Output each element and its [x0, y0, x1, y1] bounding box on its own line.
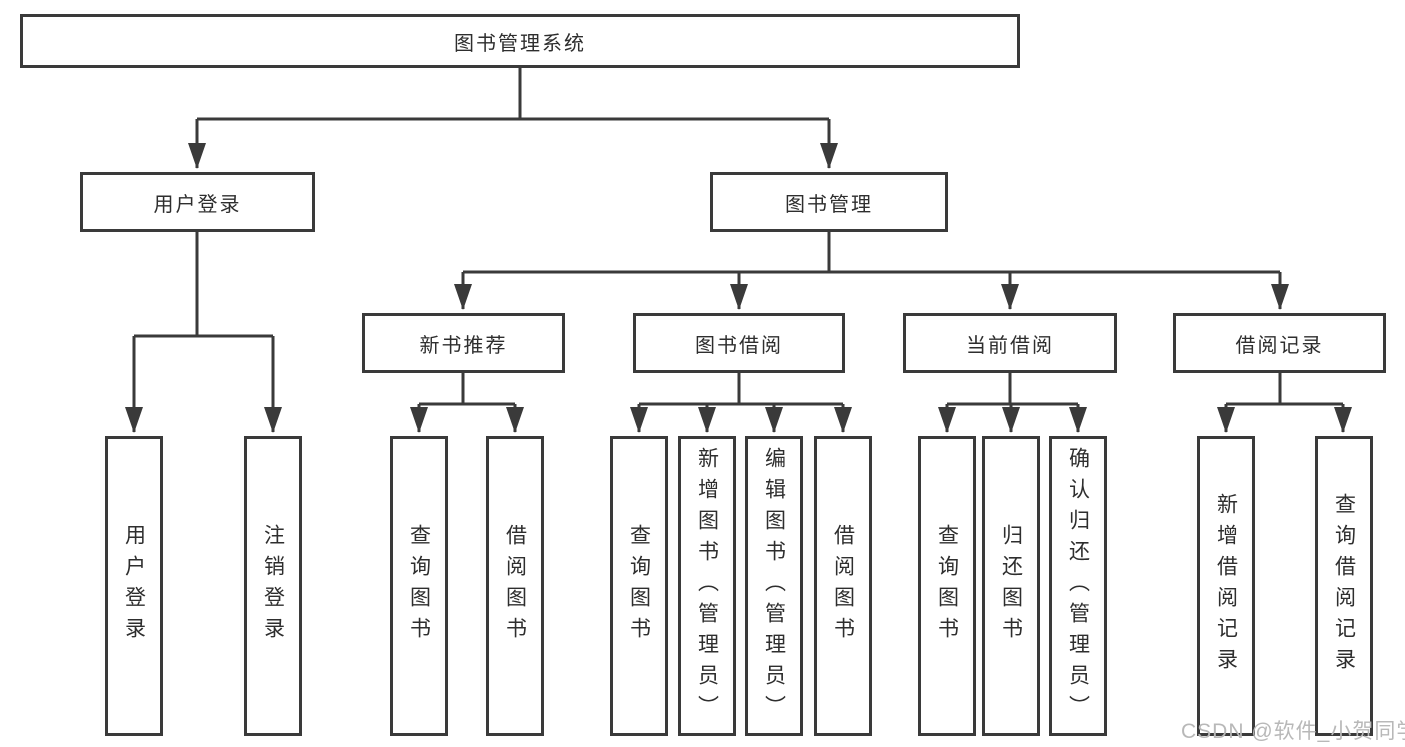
node-book-borrowing: 图书借阅 [633, 313, 845, 373]
leaf-edit-books-admin: 编辑图书（管理员） [745, 436, 803, 736]
leaf-borrow-books-borrowing: 借阅图书 [814, 436, 872, 736]
leaf-logout: 注销登录 [244, 436, 302, 736]
leaf-add-books-admin: 新增图书（管理员） [678, 436, 736, 736]
leaf-user-login: 用户登录 [105, 436, 163, 736]
csdn-watermark: CSDN @软件_小贺同学 [1181, 720, 1405, 743]
node-borrowing-records: 借阅记录 [1173, 313, 1386, 373]
leaf-query-borrow-record: 查询借阅记录 [1315, 436, 1373, 736]
leaf-return-books: 归还图书 [982, 436, 1040, 736]
node-book-management: 图书管理 [710, 172, 948, 232]
leaf-query-books-recommend: 查询图书 [390, 436, 448, 736]
node-library-management-system: 图书管理系统 [20, 14, 1020, 68]
leaf-query-books-borrowing: 查询图书 [610, 436, 668, 736]
leaf-query-books-current: 查询图书 [918, 436, 976, 736]
node-new-book-recommendation: 新书推荐 [362, 313, 565, 373]
node-current-borrowing: 当前借阅 [903, 313, 1117, 373]
node-user-login: 用户登录 [80, 172, 315, 232]
leaf-borrow-books-recommend: 借阅图书 [486, 436, 544, 736]
leaf-add-borrow-record: 新增借阅记录 [1197, 436, 1255, 736]
leaf-confirm-return-admin: 确认归还（管理员） [1049, 436, 1107, 736]
